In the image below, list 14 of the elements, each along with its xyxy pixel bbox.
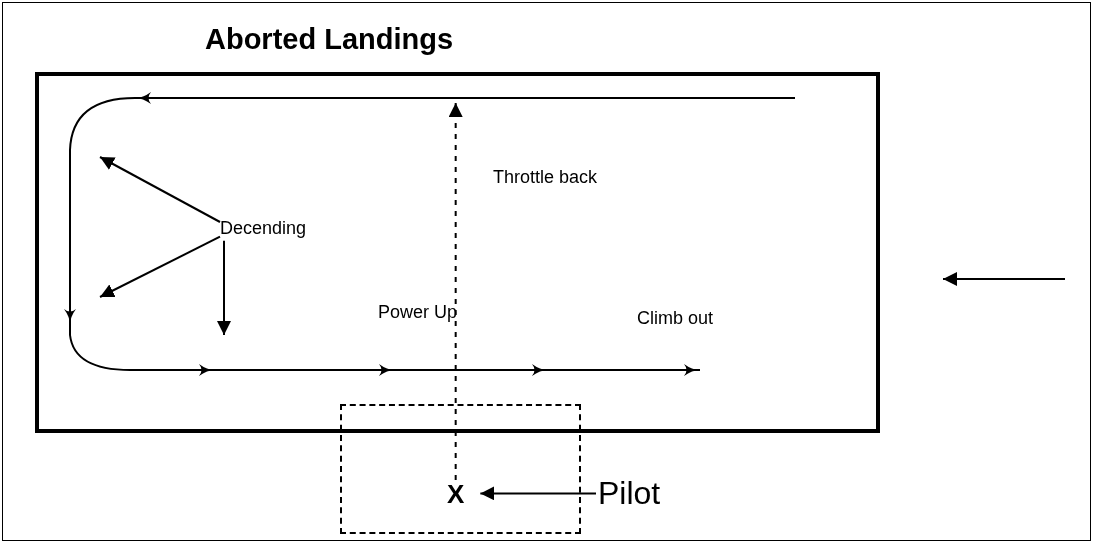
pilot-area-box [340, 404, 581, 534]
title: Aborted Landings [205, 23, 454, 56]
annotation-text: Power Up [378, 302, 458, 323]
position-mark: X [443, 480, 481, 510]
annotation-text: Throttle back [493, 167, 598, 188]
runway-box [35, 72, 880, 433]
arrow [217, 239, 231, 336]
arrow [99, 235, 221, 298]
node-label: Decending [220, 218, 307, 239]
annotation-text: Climb out [637, 308, 714, 329]
node-label: Pilot [598, 475, 661, 512]
dotted-arrow [448, 102, 463, 481]
arrow [479, 486, 597, 501]
arrow [99, 156, 221, 223]
